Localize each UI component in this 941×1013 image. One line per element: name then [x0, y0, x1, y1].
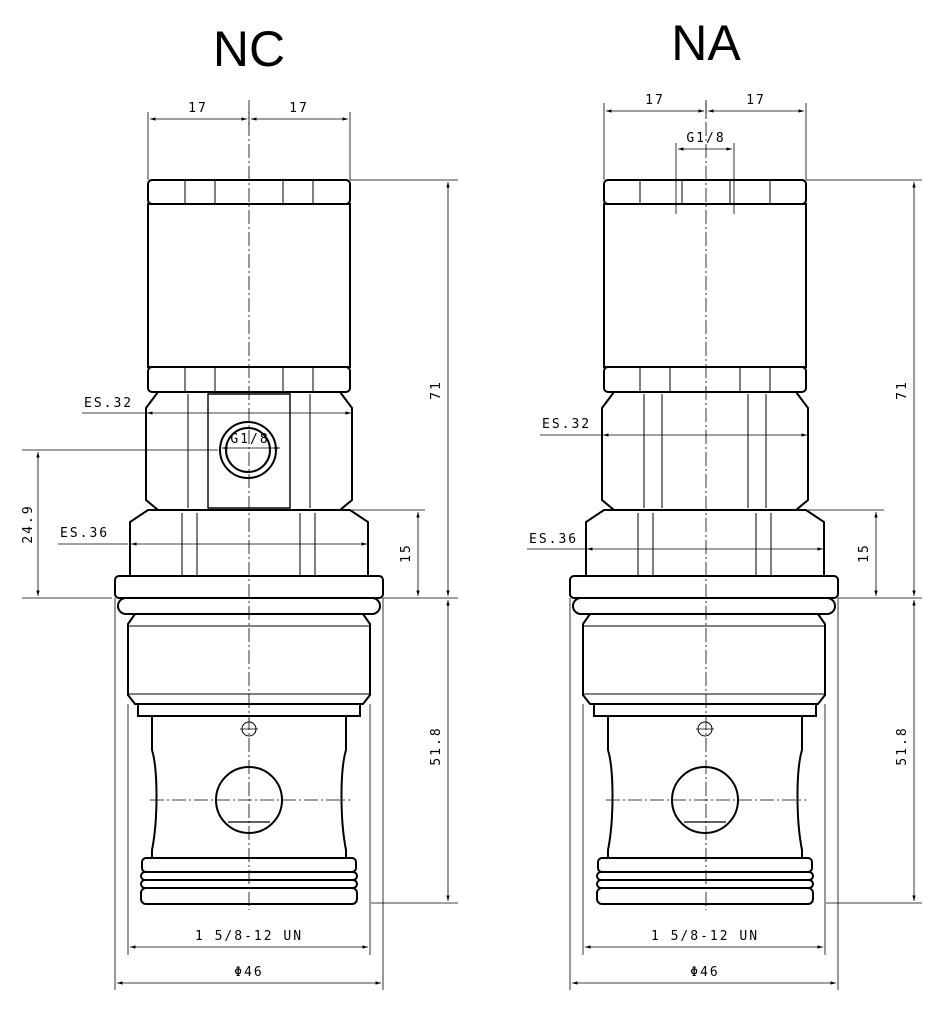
dim-label: ES.32 — [84, 396, 133, 411]
dim-label: 17 — [188, 101, 208, 116]
dim-heights: 71 51.8 — [350, 179, 458, 904]
dim-label: 24.9 — [21, 504, 36, 543]
dim-es36: ES.36 — [527, 532, 823, 551]
dim-label: 17 — [746, 93, 766, 108]
dim-bottom: 1 5/8-12 UN Φ46 — [569, 598, 839, 990]
dim-es32: ES.32 — [82, 396, 351, 415]
dim-label: 71 — [895, 380, 910, 400]
dim-label: Φ46 — [690, 965, 719, 980]
dim-label: ES.36 — [529, 532, 578, 547]
dim-label: 1 5/8-12 UN — [195, 929, 303, 944]
dim-label: 15 — [857, 543, 872, 563]
dim-es36: ES.36 — [58, 526, 367, 546]
dim-15: 15 — [352, 509, 425, 596]
dim-label: 1 5/8-12 UN — [651, 929, 759, 944]
dim-heights: 71 51.8 — [806, 179, 922, 904]
dim-label: ES.32 — [542, 417, 591, 432]
dim-top-width: 17 17 — [603, 93, 807, 180]
dim-es32: ES.32 — [540, 417, 807, 437]
view-title: NA — [671, 15, 741, 71]
dim-15: 15 — [808, 509, 884, 596]
dim-label: 17 — [645, 93, 665, 108]
dim-bottom: 1 5/8-12 UN Φ46 — [114, 598, 384, 990]
dim-top-width: 17 17 — [147, 101, 351, 180]
dim-label: 71 — [429, 380, 444, 400]
dim-label: G1/8 — [686, 131, 725, 146]
dim-label: 51.8 — [429, 726, 444, 765]
thread-body — [582, 613, 826, 717]
dim-port: G1/8 — [222, 432, 280, 450]
dim-24-9: 24.9 — [21, 449, 218, 599]
view-title: NC — [213, 21, 285, 77]
dim-label: Φ46 — [234, 965, 263, 980]
hex-36 — [585, 509, 825, 577]
dim-label: 15 — [399, 543, 414, 563]
dim-label: ES.36 — [60, 526, 109, 541]
flange — [569, 575, 839, 615]
dim-port: G1/8 — [675, 131, 735, 214]
dim-label: 51.8 — [895, 726, 910, 765]
cartridge-body — [596, 715, 814, 905]
view-na: NA 17 17 G1/8 — [527, 15, 922, 990]
hex-32 — [145, 391, 353, 511]
dim-label: G1/8 — [230, 432, 269, 447]
coil-body — [603, 179, 807, 393]
dim-label: 17 — [289, 101, 309, 116]
hex-32 — [601, 391, 809, 511]
view-nc: NC 17 17 — [21, 21, 458, 990]
